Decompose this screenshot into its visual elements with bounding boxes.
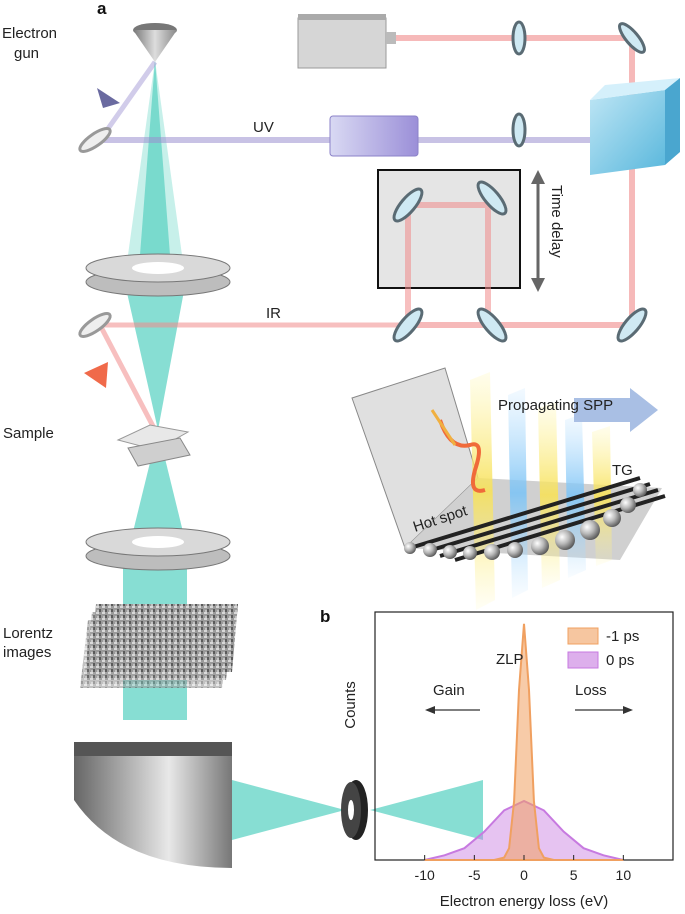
spp-direction-arrow — [574, 388, 658, 432]
objective-lens — [85, 527, 231, 571]
x-tick-label-0: -10 — [415, 867, 435, 883]
x-axis-label: Electron energy loss (eV) — [440, 893, 608, 910]
gain-label: Gain — [433, 682, 465, 699]
ir-pulse-icon — [84, 362, 108, 388]
mirrors — [78, 20, 648, 343]
beam-splitter-cube — [590, 78, 680, 175]
legend-label-0: -1 ps — [606, 628, 639, 645]
x-tick-label-3: 5 — [570, 867, 578, 883]
sample-zoom-inset — [351, 367, 666, 610]
delay-beam-path — [405, 202, 491, 325]
ir-beam-down — [97, 323, 158, 432]
loss-label: Loss — [575, 682, 607, 699]
laser-source — [297, 14, 396, 69]
x-tick-label-1: -5 — [468, 867, 481, 883]
uv-crystal — [329, 115, 419, 157]
propagating-spp-label: Propagating SPP — [498, 397, 613, 414]
electron-gun-icon — [133, 23, 177, 62]
legend-swatch-0 — [567, 627, 599, 645]
x-tick-label-2: 0 — [520, 867, 528, 883]
delay-stage — [377, 169, 521, 289]
sample-label: Sample — [3, 425, 54, 442]
tg-label: TG — [612, 462, 633, 479]
condenser-lens — [85, 253, 231, 297]
x-tick-label-4: 10 — [616, 867, 632, 883]
time-delay-label: Time delay — [548, 185, 565, 258]
sample-icon — [116, 424, 191, 467]
energy-analyzer — [74, 742, 232, 868]
panel-a-letter: a — [97, 0, 107, 18]
legend-label-1: 0 ps — [606, 652, 634, 669]
panel-b-letter: b — [320, 607, 330, 626]
ir-label: IR — [266, 305, 281, 322]
legend-swatch-1 — [567, 651, 599, 669]
legend: -1 ps 0 ps — [567, 627, 639, 669]
uv-label: UV — [253, 119, 274, 136]
uv-beam-to-gun — [97, 60, 158, 142]
eels-chart: -10 -5 0 5 10 Electron energy loss (eV) Coun… — [342, 611, 674, 910]
loss-arrow — [575, 706, 633, 714]
y-axis-label: Counts — [342, 681, 359, 729]
series-area-0 — [424, 623, 624, 861]
lorentz-label: Lorentz images — [3, 625, 57, 661]
zlp-label: ZLP — [496, 651, 524, 668]
uv-pulse-icon — [97, 88, 120, 108]
electron-gun-label: Electron gun — [2, 25, 61, 62]
lorentz-images — [80, 604, 238, 688]
gain-arrow — [425, 706, 480, 714]
slit-aperture-icon — [341, 780, 368, 840]
time-delay-arrow — [531, 170, 545, 292]
